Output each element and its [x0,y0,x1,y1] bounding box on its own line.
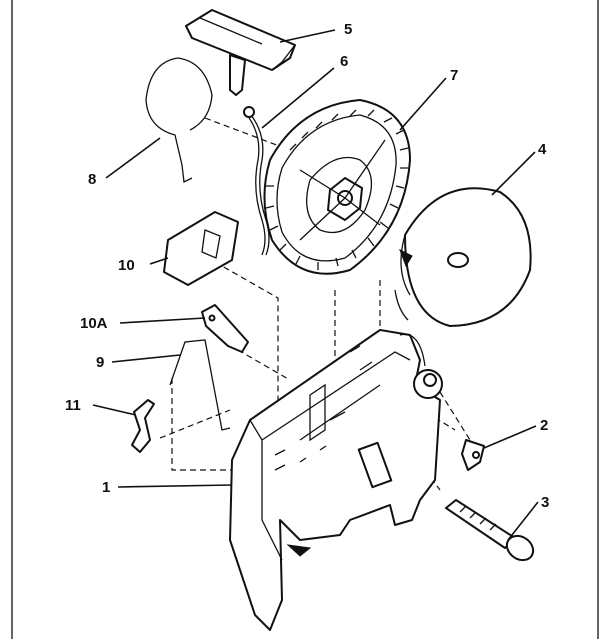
callout-11: 11 [65,397,81,414]
spring-cover [394,187,532,327]
rope-pulley [263,99,411,275]
callout-6: 6 [340,53,348,70]
callout-3: 3 [541,494,549,511]
callout-5: 7 [450,67,458,84]
callout-4: 4 [538,141,547,158]
starter-rope [243,106,270,256]
callout-2: 2 [540,417,548,434]
callout-10a: 10A [80,315,108,332]
callout-9: 9 [96,354,104,371]
callout-8: 8 [88,171,96,188]
callout-1: 1 [102,479,110,496]
starter-handle [185,9,296,96]
wire-clip [145,57,213,183]
retainer-plate [163,211,239,286]
shoulder-bolt [445,499,535,562]
small-plate [201,304,249,353]
brake-clip [131,399,155,453]
leader-lines [92,29,539,541]
callout-7: 5 [344,21,352,38]
torsion-spring [169,339,231,431]
housing-bracket [229,329,443,631]
pawl-part [461,439,485,471]
callout-10: 10 [118,257,135,274]
